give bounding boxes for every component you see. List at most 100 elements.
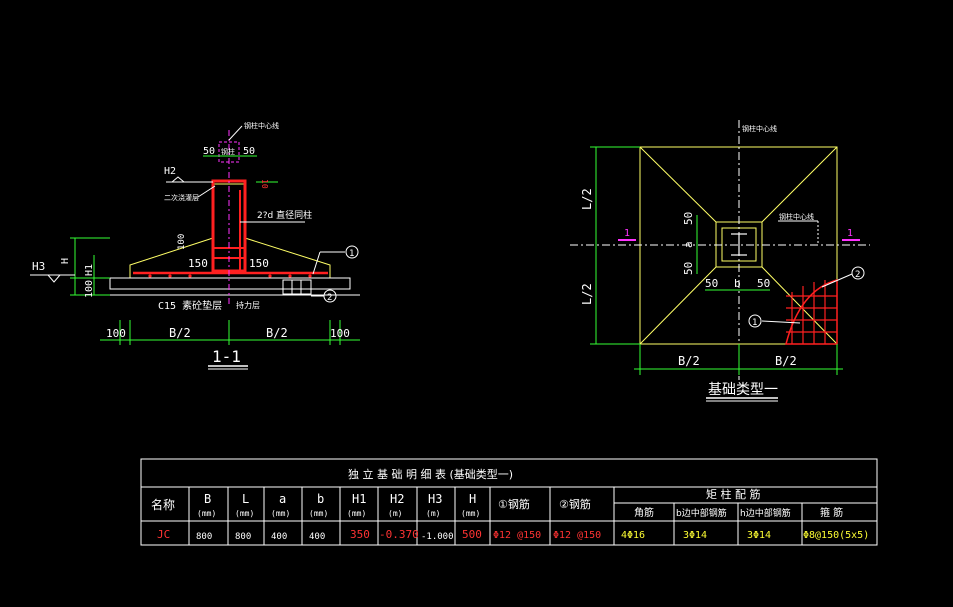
hdr-name: 名称 xyxy=(151,497,175,512)
h-label: H xyxy=(60,258,71,264)
cell-H2: -0.370 xyxy=(379,528,419,541)
hdr-a-unit: (mm) xyxy=(271,509,290,518)
hdr-H3-unit: (m) xyxy=(426,509,440,518)
hdr-a: a xyxy=(279,492,286,506)
plan-callout-2-circle xyxy=(851,266,865,280)
dim-top-left: 50 xyxy=(203,146,215,157)
h1-label: H1 xyxy=(84,264,95,276)
plan-callout-1-text: 1 xyxy=(752,318,757,328)
column-top-mark xyxy=(218,141,240,163)
callout-2-circle xyxy=(323,289,337,303)
grout-label: 二次浇灌层 xyxy=(164,193,199,202)
hdr-H1: H1 xyxy=(352,492,366,506)
h3-level-mark xyxy=(47,274,61,283)
callout-1-circle xyxy=(345,245,359,259)
dim-50-bottom: 50 xyxy=(682,262,695,275)
dim-150-right: 150 xyxy=(249,257,269,270)
hdr-H-unit: (mm) xyxy=(461,509,480,518)
plan-title: 基础类型一 xyxy=(708,381,778,398)
cell-stirrup: Φ8@150(5x5) xyxy=(803,530,869,541)
hdr-B: B xyxy=(204,492,211,506)
dim-50-right: 50 xyxy=(757,277,770,290)
cell-B: 800 xyxy=(196,532,212,542)
col-center-label: 钢柱中心线 xyxy=(244,121,279,130)
grout-leader xyxy=(197,185,216,198)
plan-dim-b2-right: B/2 xyxy=(775,354,797,368)
cell-H3: -1.000 xyxy=(421,532,454,542)
plan-diag-1 xyxy=(639,146,717,223)
dim-50-top: 50 xyxy=(682,212,695,225)
dim-top-mid: 钢柱 xyxy=(221,147,235,156)
column-leader xyxy=(228,125,243,141)
plan-callout-2-leader xyxy=(821,273,853,288)
detail-table: 独 立 基 础 明 细 表 (基础类型一) 名称 B (mm) L (mm) a… xyxy=(140,458,878,546)
plan-callout-2-text: 2 xyxy=(855,270,860,280)
dim-l2-bottom: L/2 xyxy=(580,283,594,305)
dim-100-h1: 100 xyxy=(84,280,95,298)
hdr-H3: H3 xyxy=(428,492,442,506)
plan-view: 钢柱中心线 钢柱中心线 L/2 L/2 1 1 50 a 50 50 b 50 xyxy=(570,120,870,402)
dim-100-right: 100 xyxy=(330,327,350,340)
plan-diag-2 xyxy=(761,146,838,223)
cell-bar1: Φ12 @150 xyxy=(493,530,541,541)
dim-50-left: 50 xyxy=(705,277,718,290)
cell-h-side: 3Φ14 xyxy=(747,530,771,541)
cell-bar2: Φ12 @150 xyxy=(553,530,601,541)
plan-col-center-top: 钢柱中心线 xyxy=(742,124,777,133)
bar-detail-box xyxy=(282,279,312,295)
dim-100-vert: 100 xyxy=(177,234,187,250)
hdr-L-unit: (mm) xyxy=(235,509,254,518)
callout-2-text: 2 xyxy=(327,293,332,303)
callout-1-leader xyxy=(312,251,321,275)
hdr-column-bars: 矩 柱 配 筋 xyxy=(706,487,761,501)
table-title: 独 立 基 础 明 细 表 (基础类型一) xyxy=(348,467,513,481)
dim-a: a xyxy=(682,241,695,248)
section-title: 1-1 xyxy=(212,347,241,366)
table-col-lines xyxy=(188,487,803,545)
hdr-L: L xyxy=(242,492,249,506)
section-view: 钢柱中心线 50 钢柱 50 H2 二次浇灌层 10 2?d 直径同柱 100 … xyxy=(30,121,360,370)
cell-a: 400 xyxy=(271,532,287,542)
dim-tag-small: 10 xyxy=(260,179,269,189)
anchor-label: 2?d 直径同柱 xyxy=(257,209,312,221)
cell-H1: 350 xyxy=(350,528,370,541)
hdr-corner: 角筋 xyxy=(634,506,654,519)
h3-label: H3 xyxy=(32,260,45,273)
dim-top-right: 50 xyxy=(243,146,255,157)
callout-1-text: 1 xyxy=(349,249,354,259)
plan-callout-1-circle xyxy=(748,314,762,328)
hdr-H2: H2 xyxy=(390,492,404,506)
hdr-b: b xyxy=(317,492,324,506)
bottom-bar-dots xyxy=(148,274,312,278)
h2-level-mark xyxy=(171,176,185,183)
dim-b2-right: B/2 xyxy=(266,326,288,340)
hdr-H2-unit: (m) xyxy=(388,509,402,518)
plan-diag-3 xyxy=(639,266,717,345)
plan-callout-1-leader xyxy=(761,320,801,324)
hdr-h-side: h边中部钢筋 xyxy=(740,507,791,519)
hdr-stirrup: 箍 筋 xyxy=(820,506,843,519)
h2-label: H2 xyxy=(164,166,176,177)
hdr-b-side: b边中部钢筋 xyxy=(676,507,727,519)
dim-b2-left: B/2 xyxy=(169,326,191,340)
plan-dim-b2-left: B/2 xyxy=(678,354,700,368)
cell-H: 500 xyxy=(462,528,482,541)
bar-layer-label: 持力层 xyxy=(236,300,260,310)
cell-name: JC xyxy=(157,528,170,541)
hdr-H1-unit: (mm) xyxy=(347,509,366,518)
dim-100-left: 100 xyxy=(106,327,126,340)
cut-mark-left: 1 xyxy=(624,228,630,239)
hdr-H: H xyxy=(469,492,476,506)
cut-mark-right: 1 xyxy=(847,228,853,239)
cell-b: 400 xyxy=(309,532,325,542)
hdr-B-unit: (mm) xyxy=(197,509,216,518)
dim-l2-top: L/2 xyxy=(580,188,594,210)
cell-L: 800 xyxy=(235,532,251,542)
table-frame xyxy=(140,458,878,546)
dim-150-left: 150 xyxy=(188,257,208,270)
cell-corner: 4Φ16 xyxy=(621,530,645,541)
hdr-bar2: ②钢筋 xyxy=(559,497,591,511)
plan-col-center-right: 钢柱中心线 xyxy=(779,212,814,221)
concrete-cushion xyxy=(109,277,351,290)
cell-b-side: 3Φ14 xyxy=(683,530,707,541)
